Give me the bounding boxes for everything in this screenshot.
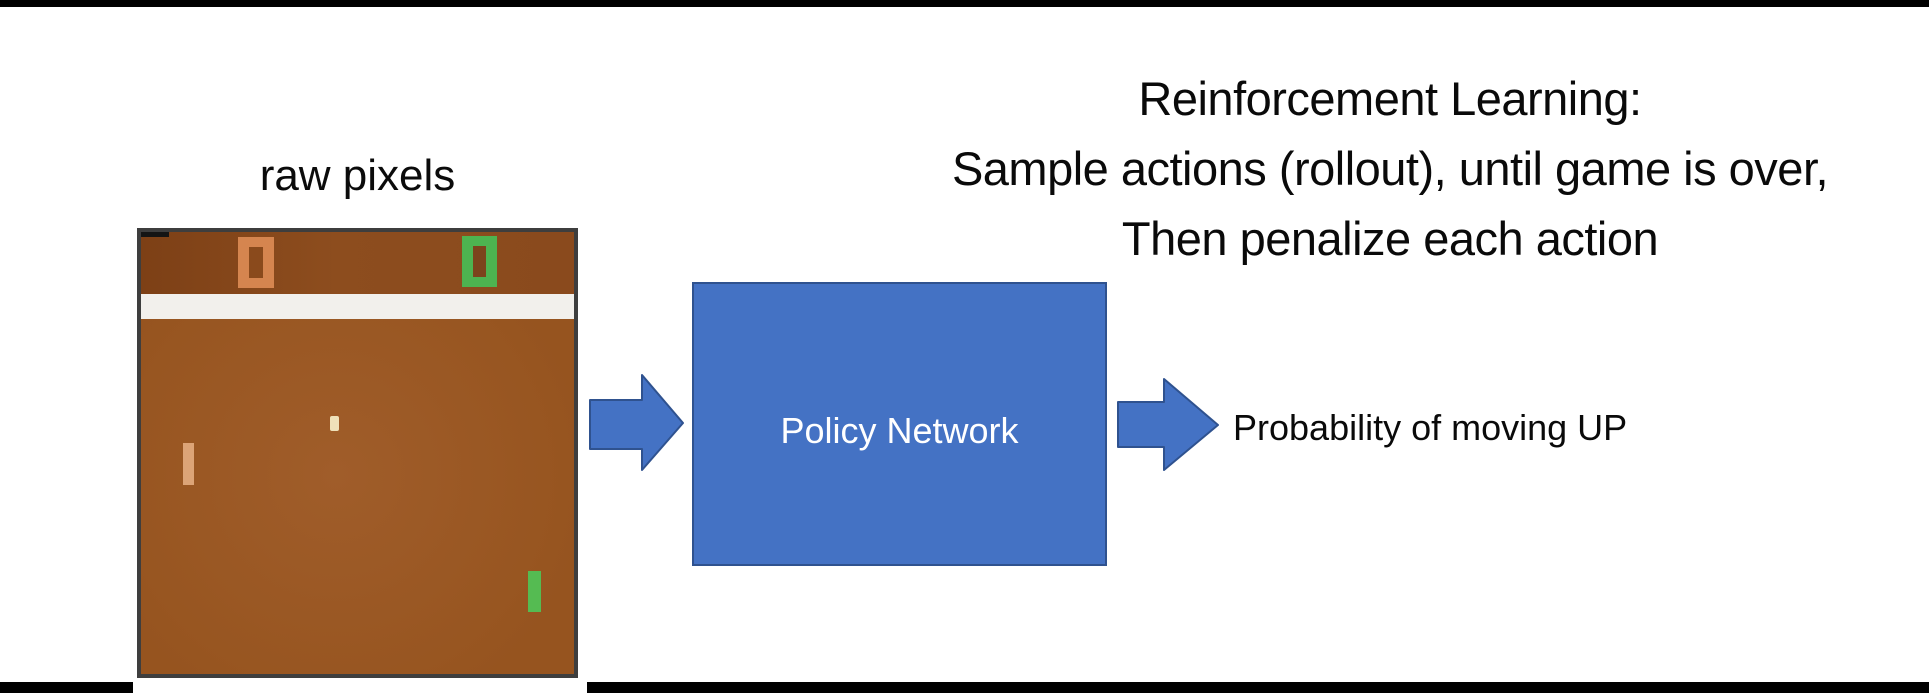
- policy-network-box: Policy Network: [692, 282, 1107, 566]
- pong-game-screenshot: [137, 228, 578, 678]
- title-line-2: Sample actions (rollout), until game is …: [951, 142, 1829, 195]
- pong-score-right-digit: [462, 236, 497, 287]
- slide-title: Reinforcement Learning: Sample actions (…: [951, 64, 1829, 274]
- policy-network-label: Policy Network: [780, 410, 1019, 451]
- bottom-border-bar-left: [0, 682, 133, 693]
- bottom-border-bar-right: [587, 682, 1929, 693]
- pong-score-left-digit: [238, 237, 274, 288]
- pong-corner-dash: [141, 232, 169, 237]
- pong-score-left-digit-hole: [249, 247, 263, 278]
- arrow-right-icon: [589, 374, 684, 471]
- arrow-right-icon: [1117, 378, 1219, 471]
- pong-field-upper: [141, 232, 574, 294]
- top-border-bar: [0, 0, 1929, 7]
- probability-output-label: Probability of moving UP: [1233, 407, 1628, 448]
- title-line-1: Reinforcement Learning:: [1138, 72, 1642, 125]
- title-line-3: Then penalize each action: [1121, 212, 1659, 265]
- pong-divider-band: [141, 294, 574, 319]
- pong-paddle-left: [183, 443, 194, 485]
- raw-pixels-caption: raw pixels: [259, 151, 456, 200]
- pong-ball: [330, 416, 339, 431]
- pong-score-right-digit-hole: [473, 246, 486, 277]
- pong-paddle-right: [528, 571, 541, 612]
